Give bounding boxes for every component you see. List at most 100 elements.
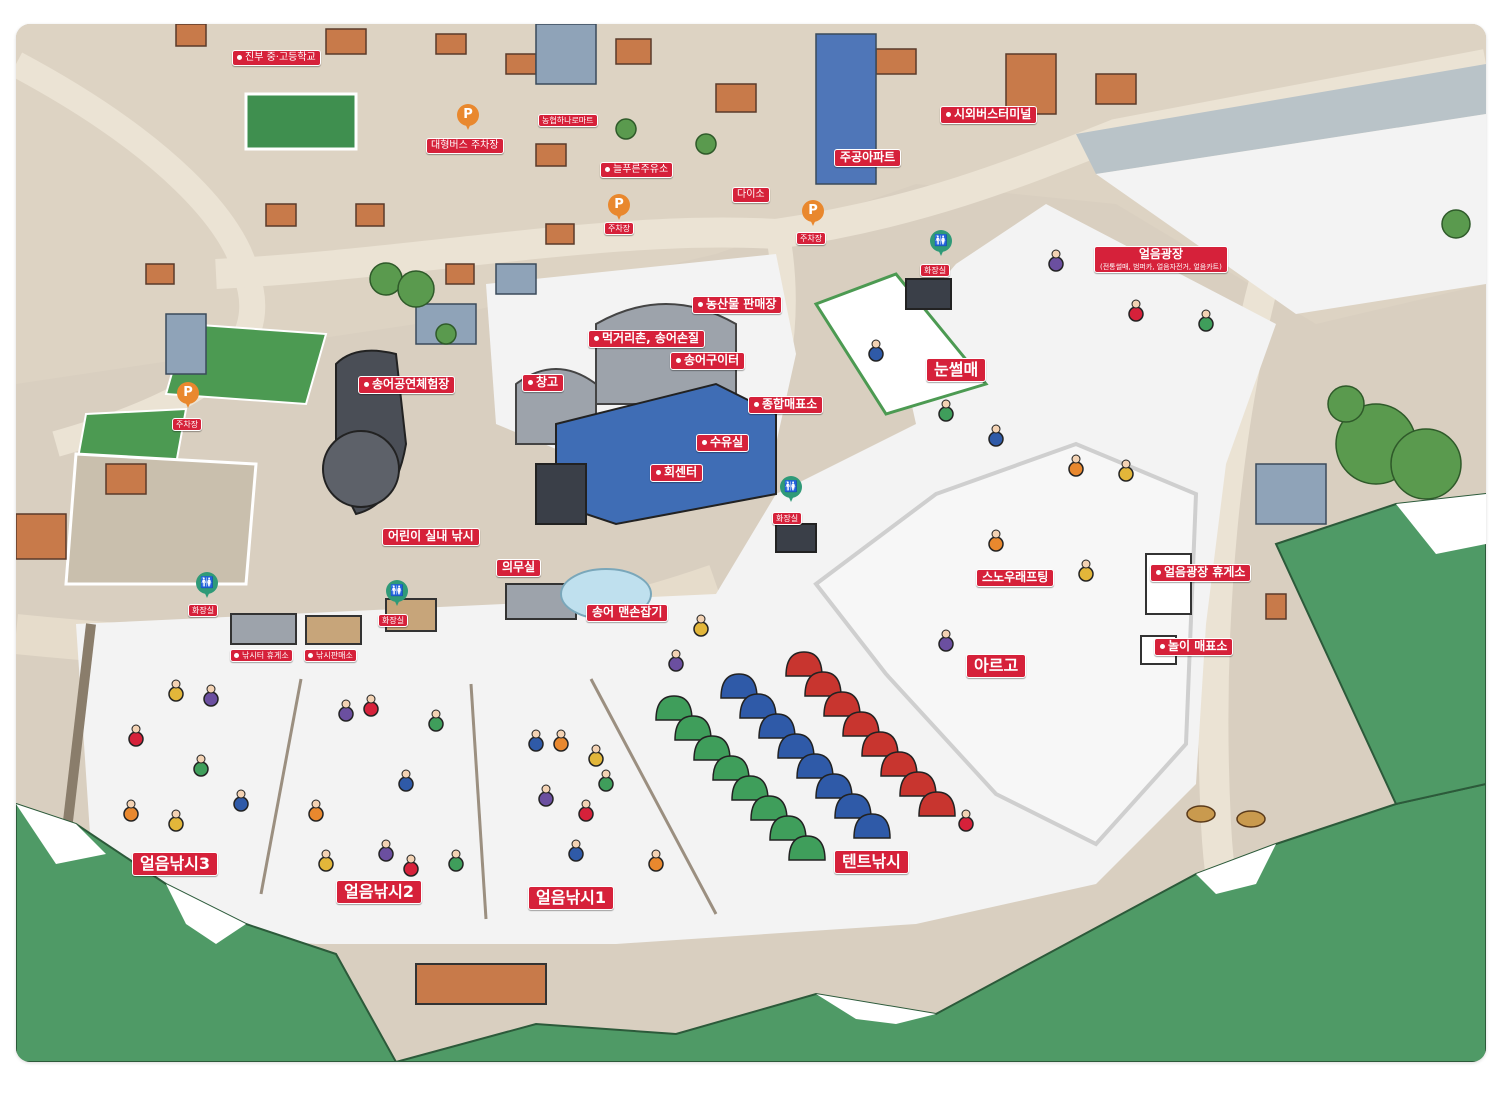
label-text: 송어구이터 bbox=[684, 353, 740, 367]
visitor-figure bbox=[403, 861, 419, 877]
label-gas-station: 늘푸른주유소 bbox=[600, 162, 674, 178]
label-marker bbox=[594, 336, 599, 341]
fishing-tent bbox=[720, 673, 758, 699]
visitor-head bbox=[451, 849, 461, 859]
label-text: 송어 맨손잡기 bbox=[592, 605, 663, 619]
visitor-figure bbox=[448, 856, 464, 872]
label-text: 눈썰매 bbox=[934, 360, 979, 379]
parking-icon: P bbox=[457, 104, 479, 126]
label-tent-fishing: 텐트낚시 bbox=[834, 850, 909, 875]
visitor-figure bbox=[338, 706, 354, 722]
label-ticket-office: 종합매표소 bbox=[748, 396, 824, 414]
label-trout-handgrab: 송어 맨손잡기 bbox=[586, 604, 669, 622]
visitor-head bbox=[671, 649, 681, 659]
label-text: 농협하나로마트 bbox=[542, 116, 594, 125]
rest-buildings bbox=[230, 278, 1192, 1005]
label-sashimi-center: 회센터 bbox=[650, 464, 704, 482]
mountain-south bbox=[395, 782, 1486, 1062]
restroom-pin-s[interactable]: 🚻 bbox=[386, 580, 408, 608]
visitor-figure bbox=[668, 656, 684, 672]
visitor-head bbox=[236, 789, 246, 799]
label-text: 스노우래프팅 bbox=[982, 570, 1049, 584]
visitor-head bbox=[651, 849, 661, 859]
restroom-pin-sw[interactable]: 🚻 bbox=[196, 572, 218, 600]
restroom-pin-ne[interactable]: 🚻 bbox=[930, 230, 952, 258]
label-text: 주차장 bbox=[608, 224, 631, 233]
visitor-figure bbox=[958, 816, 974, 832]
label-ice-fishing-3: 얼음낚시3 bbox=[132, 852, 219, 877]
visitor-figure bbox=[193, 761, 209, 777]
visitor-head bbox=[206, 684, 216, 694]
label-text: 대형버스 주차장 bbox=[431, 140, 499, 151]
label-trout-grill: 송어구이터 bbox=[670, 352, 746, 370]
pin-tail bbox=[615, 211, 623, 220]
restroom-caption: 화장실 bbox=[772, 512, 803, 526]
visitor-figure bbox=[578, 806, 594, 822]
parking-pin-east[interactable]: P bbox=[802, 200, 824, 228]
visitor-figure bbox=[988, 431, 1004, 447]
label-farm-market: 농산물 판매장 bbox=[692, 296, 783, 314]
restroom-pin-mid[interactable]: 🚻 bbox=[780, 476, 802, 504]
visitor-figure bbox=[598, 776, 614, 792]
visitor-head bbox=[591, 744, 601, 754]
label-text: 얼음광장 휴게소 bbox=[1164, 565, 1246, 579]
visitor-figure bbox=[233, 796, 249, 812]
label-marker bbox=[656, 470, 661, 475]
label-bus-parking: 대형버스 주차장 bbox=[426, 138, 504, 154]
label-text: 화장실 bbox=[776, 514, 799, 523]
visitor-figure bbox=[938, 636, 954, 652]
visitor-figure bbox=[123, 806, 139, 822]
label-text: 놀이 매표소 bbox=[1168, 639, 1228, 653]
label-snow-rafting: 스노우래프팅 bbox=[976, 569, 1055, 587]
deer bbox=[1186, 805, 1266, 828]
fishing-tent bbox=[899, 771, 937, 797]
parking-pin-center[interactable]: P bbox=[608, 194, 630, 222]
trees bbox=[369, 118, 1471, 500]
road-main bbox=[215, 49, 1486, 289]
label-jinbu-school: 진부 중·고등학교 bbox=[232, 50, 321, 66]
visitor-head bbox=[541, 784, 551, 794]
visitor-head bbox=[991, 529, 1001, 539]
dirt-field bbox=[64, 452, 258, 586]
visitor-head bbox=[171, 809, 181, 819]
snow-cap bbox=[816, 994, 936, 1024]
label-marker bbox=[702, 440, 707, 445]
label-nonghyup-mart: 농협하나로마트 bbox=[538, 114, 598, 128]
parking-icon: P bbox=[177, 382, 199, 404]
label-marker bbox=[605, 166, 610, 172]
label-argo: 아르고 bbox=[966, 654, 1027, 679]
divider bbox=[259, 678, 303, 895]
visitor-head bbox=[431, 709, 441, 719]
label-text: 송어공연체험장 bbox=[372, 377, 450, 391]
label-text: 수유실 bbox=[710, 435, 744, 449]
bridge bbox=[1076, 64, 1486, 174]
visitor-head bbox=[961, 809, 971, 819]
fishing-tent bbox=[880, 751, 918, 777]
label-text: 얼음광장 bbox=[1138, 247, 1184, 261]
visitor-head bbox=[531, 729, 541, 739]
snow-cap bbox=[1196, 844, 1276, 894]
visitor-head bbox=[571, 839, 581, 849]
visitor-head bbox=[406, 854, 416, 864]
fishing-tent bbox=[804, 671, 842, 697]
parking-pin-bus[interactable]: P bbox=[457, 104, 479, 132]
parking-icon: P bbox=[802, 200, 824, 222]
pin-tail bbox=[393, 597, 401, 606]
parking-pin-west[interactable]: P bbox=[177, 382, 199, 410]
visitor-figure bbox=[378, 846, 394, 862]
fishing-tent bbox=[815, 773, 853, 799]
visitor-figure bbox=[128, 731, 144, 747]
label-trout-hall: 송어공연체험장 bbox=[358, 376, 456, 394]
visitor-figure bbox=[868, 346, 884, 362]
visitor-figure bbox=[203, 691, 219, 707]
label-marker bbox=[308, 653, 313, 658]
visitor-head bbox=[1121, 459, 1131, 469]
fishing-tent bbox=[777, 733, 815, 759]
visitor-figure bbox=[1118, 466, 1134, 482]
label-kids-fishing: 어린이 실내 낚시 bbox=[382, 528, 480, 546]
restroom-caption: 화장실 bbox=[920, 264, 951, 278]
pin-tail bbox=[203, 589, 211, 598]
fishing-tent bbox=[823, 691, 861, 717]
label-text: 회센터 bbox=[664, 465, 698, 479]
visitor-figure bbox=[988, 536, 1004, 552]
